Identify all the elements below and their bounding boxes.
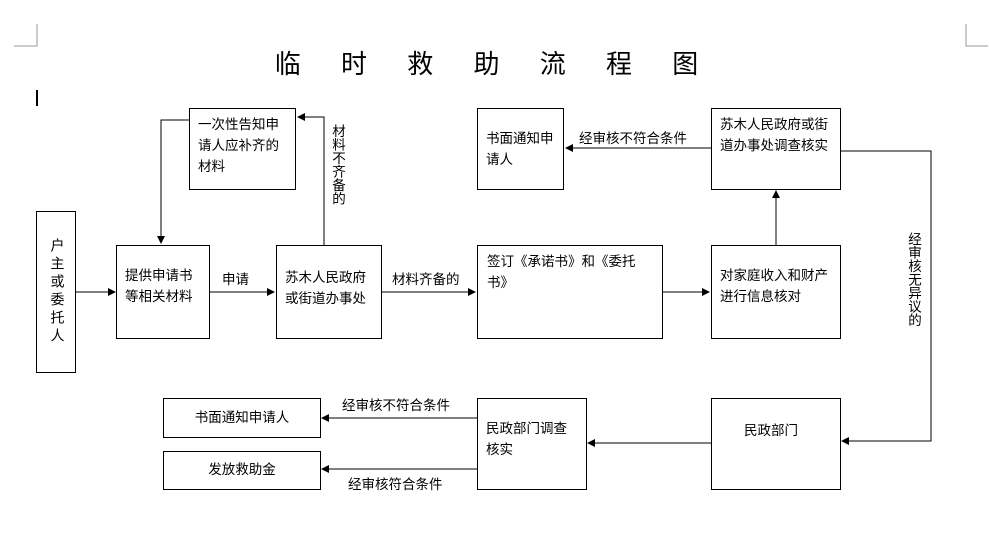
edge-incomplete — [297, 113, 325, 245]
node-civil-affairs-label: 民政部门 — [744, 423, 798, 439]
node-sign-commitment-label: 签订《承诺书》和《委托书》 — [487, 254, 636, 291]
node-applicant-label: 户主或委托人 — [48, 238, 65, 346]
node-verify-income-label: 对家庭收入和财产进行信息核对 — [720, 268, 828, 305]
node-issue-aid-label: 发放救助金 — [208, 462, 276, 478]
node-civil-affairs: 民政部门 — [711, 398, 841, 490]
node-submit-materials: 提供申请书等相关材料 — [116, 245, 210, 339]
node-verify-income: 对家庭收入和财产进行信息核对 — [711, 245, 841, 339]
corner-mark-tr — [965, 24, 988, 47]
label-not-qualified-bottom: 经审核不符合条件 — [342, 398, 450, 414]
node-street-office: 苏木人民政府或街道办事处 — [276, 245, 382, 339]
label-qualified: 经审核符合条件 — [348, 477, 443, 493]
label-not-qualified-top: 经审核不符合条件 — [579, 131, 687, 147]
edge-supplement-return — [157, 119, 190, 244]
label-incomplete: 材料不齐备的 — [329, 124, 345, 205]
label-no-objection: 经审核无异议的 — [905, 232, 921, 327]
node-notify-written-bottom: 书面通知申请人 — [163, 398, 321, 438]
node-civil-investigate-label: 民政部门调查核实 — [486, 421, 567, 458]
corner-mark-tl — [14, 24, 38, 47]
page-title: 临 时 救 助 流 程 图 — [274, 50, 715, 80]
text-cursor — [36, 90, 38, 106]
label-apply: 申请 — [222, 272, 249, 288]
node-issue-aid: 发放救助金 — [163, 451, 321, 490]
node-sign-commitment: 签订《承诺书》和《委托书》 — [477, 245, 663, 339]
node-notify-written-top: 书面通知申请人 — [477, 108, 564, 190]
node-investigate: 苏木人民政府或街道办事处调查核实 — [711, 108, 841, 190]
label-complete: 材料齐备的 — [392, 272, 460, 288]
node-applicant: 户主或委托人 — [36, 211, 76, 373]
node-street-office-label: 苏木人民政府或街道办事处 — [285, 270, 366, 307]
node-submit-materials-label: 提供申请书等相关材料 — [125, 268, 193, 305]
node-notify-supplement: 一次性告知申请人应补齐的材料 — [189, 108, 296, 190]
node-notify-written-top-label: 书面通知申请人 — [486, 131, 554, 168]
node-notify-written-bottom-label: 书面通知申请人 — [194, 409, 290, 426]
node-investigate-label: 苏木人民政府或街道办事处调查核实 — [720, 117, 828, 154]
node-civil-investigate: 民政部门调查核实 — [477, 398, 587, 490]
edge-no-objection — [841, 150, 932, 445]
node-notify-supplement-label: 一次性告知申请人应补齐的材料 — [198, 117, 279, 175]
